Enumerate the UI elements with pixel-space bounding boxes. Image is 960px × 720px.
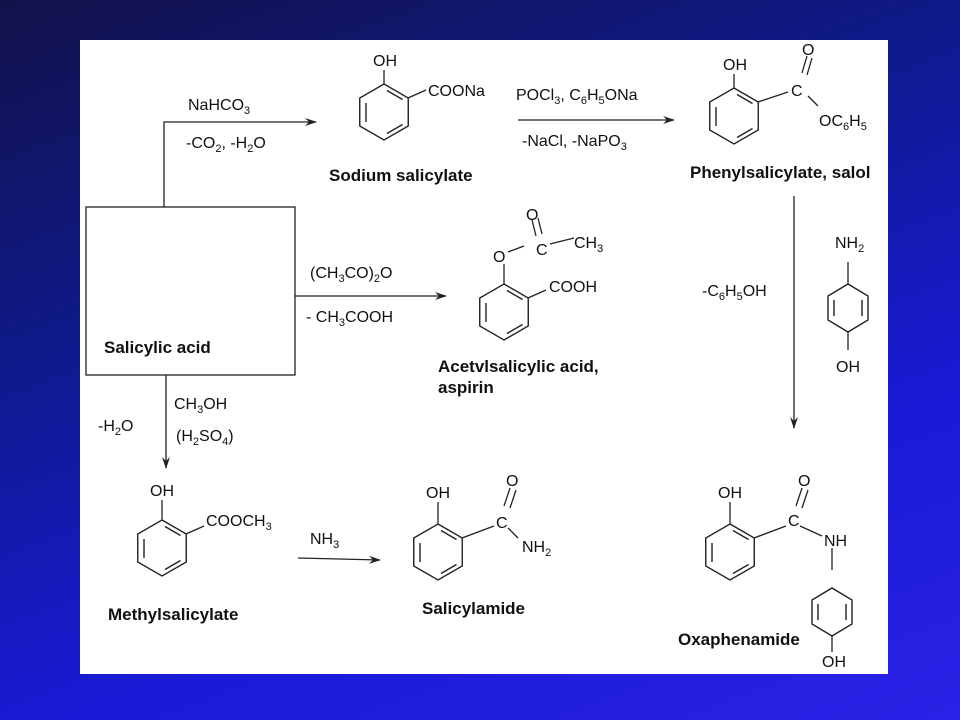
svg-text:O: O: [493, 249, 505, 266]
svg-text:COOH: COOH: [549, 279, 597, 296]
salol-label: Phenylsalicylate, salol: [690, 163, 870, 182]
svg-text:C: C: [788, 513, 800, 530]
svg-text:O: O: [798, 473, 810, 490]
svg-text:O: O: [802, 42, 814, 59]
svg-text:C: C: [536, 242, 548, 259]
reagent-acetic-acid: - CH3COOH: [306, 309, 393, 329]
methylsalicylate-label: Methylsalicylate: [108, 605, 238, 624]
svg-text:NH2: NH2: [522, 539, 551, 559]
reagent-sulfuric-acid: (H2SO4): [176, 428, 234, 448]
oxaphenamide-structure: OH C O NH OH: [705, 473, 853, 671]
svg-text:OH: OH: [723, 57, 747, 74]
salicylic-acid-label: Salicylic acid: [104, 338, 211, 357]
svg-text:C: C: [496, 515, 508, 532]
svg-text:COOCH3: COOCH3: [206, 513, 272, 533]
sodium-salicylate-label: Sodium salicylate: [329, 166, 473, 185]
svg-text:OC6H5: OC6H5: [819, 113, 867, 133]
reagent-acetic-anhydride: (CH3CO)2O: [310, 265, 392, 285]
svg-text:NH2: NH2: [835, 235, 864, 255]
arrow-to-sodium-salicylate: [163, 118, 317, 207]
svg-text:CH3: CH3: [574, 235, 603, 255]
reagent-minus-water: -H2O: [98, 418, 133, 438]
reagent-methanol: CH3OH: [174, 396, 227, 416]
svg-text:OH: OH: [836, 359, 860, 376]
reagent-co2-h2o: -CO2, -H2O: [186, 135, 266, 155]
reagent-nahco3: NaHCO3: [188, 97, 250, 117]
svg-text:OH: OH: [822, 654, 846, 671]
reagent-nacl-napo3: -NaCl, -NaPO3: [522, 133, 627, 153]
salicylamide-label: Salicylamide: [422, 599, 525, 618]
svg-text:OH: OH: [718, 485, 742, 502]
oxaphenamide-label: Oxaphenamide: [678, 630, 800, 649]
svg-text:OH: OH: [373, 53, 397, 70]
svg-text:OH: OH: [426, 485, 450, 502]
p-aminophenol-structure: NH2 OH: [827, 235, 869, 376]
aspirin-structure: O C O CH3 COOH: [479, 207, 603, 341]
methylsalicylate-structure: OH COOCH3: [137, 483, 272, 577]
reaction-scheme: Salicylic acid NaHCO3 -CO2, -H2O OH COON…: [85, 42, 870, 671]
reagent-ammonia: NH3: [310, 531, 339, 551]
reagent-minus-phenol: -C6H5OH: [702, 283, 767, 303]
reagent-pocl3-phenolate: POCl3, C6H5ONa: [516, 87, 638, 107]
salol-structure: OH C O OC6H5: [709, 42, 867, 145]
svg-text:O: O: [526, 207, 538, 224]
aspirin-label-line2: aspirin: [438, 378, 494, 397]
salicylamide-structure: OH C O NH2: [413, 473, 551, 581]
svg-text:COONa: COONa: [428, 83, 485, 100]
arrow-to-salicylamide: [297, 555, 381, 564]
sodium-salicylate-structure: OH COONa: [359, 53, 485, 141]
svg-text:NH: NH: [824, 533, 847, 550]
salicylic-acid-box: [85, 206, 296, 376]
scheme-panel: Salicylic acid NaHCO3 -CO2, -H2O OH COON…: [80, 40, 888, 674]
svg-text:OH: OH: [150, 483, 174, 500]
svg-text:O: O: [506, 473, 518, 490]
aspirin-label-line1: Acetvlsalicylic acid,: [438, 357, 599, 376]
svg-text:C: C: [791, 83, 803, 100]
